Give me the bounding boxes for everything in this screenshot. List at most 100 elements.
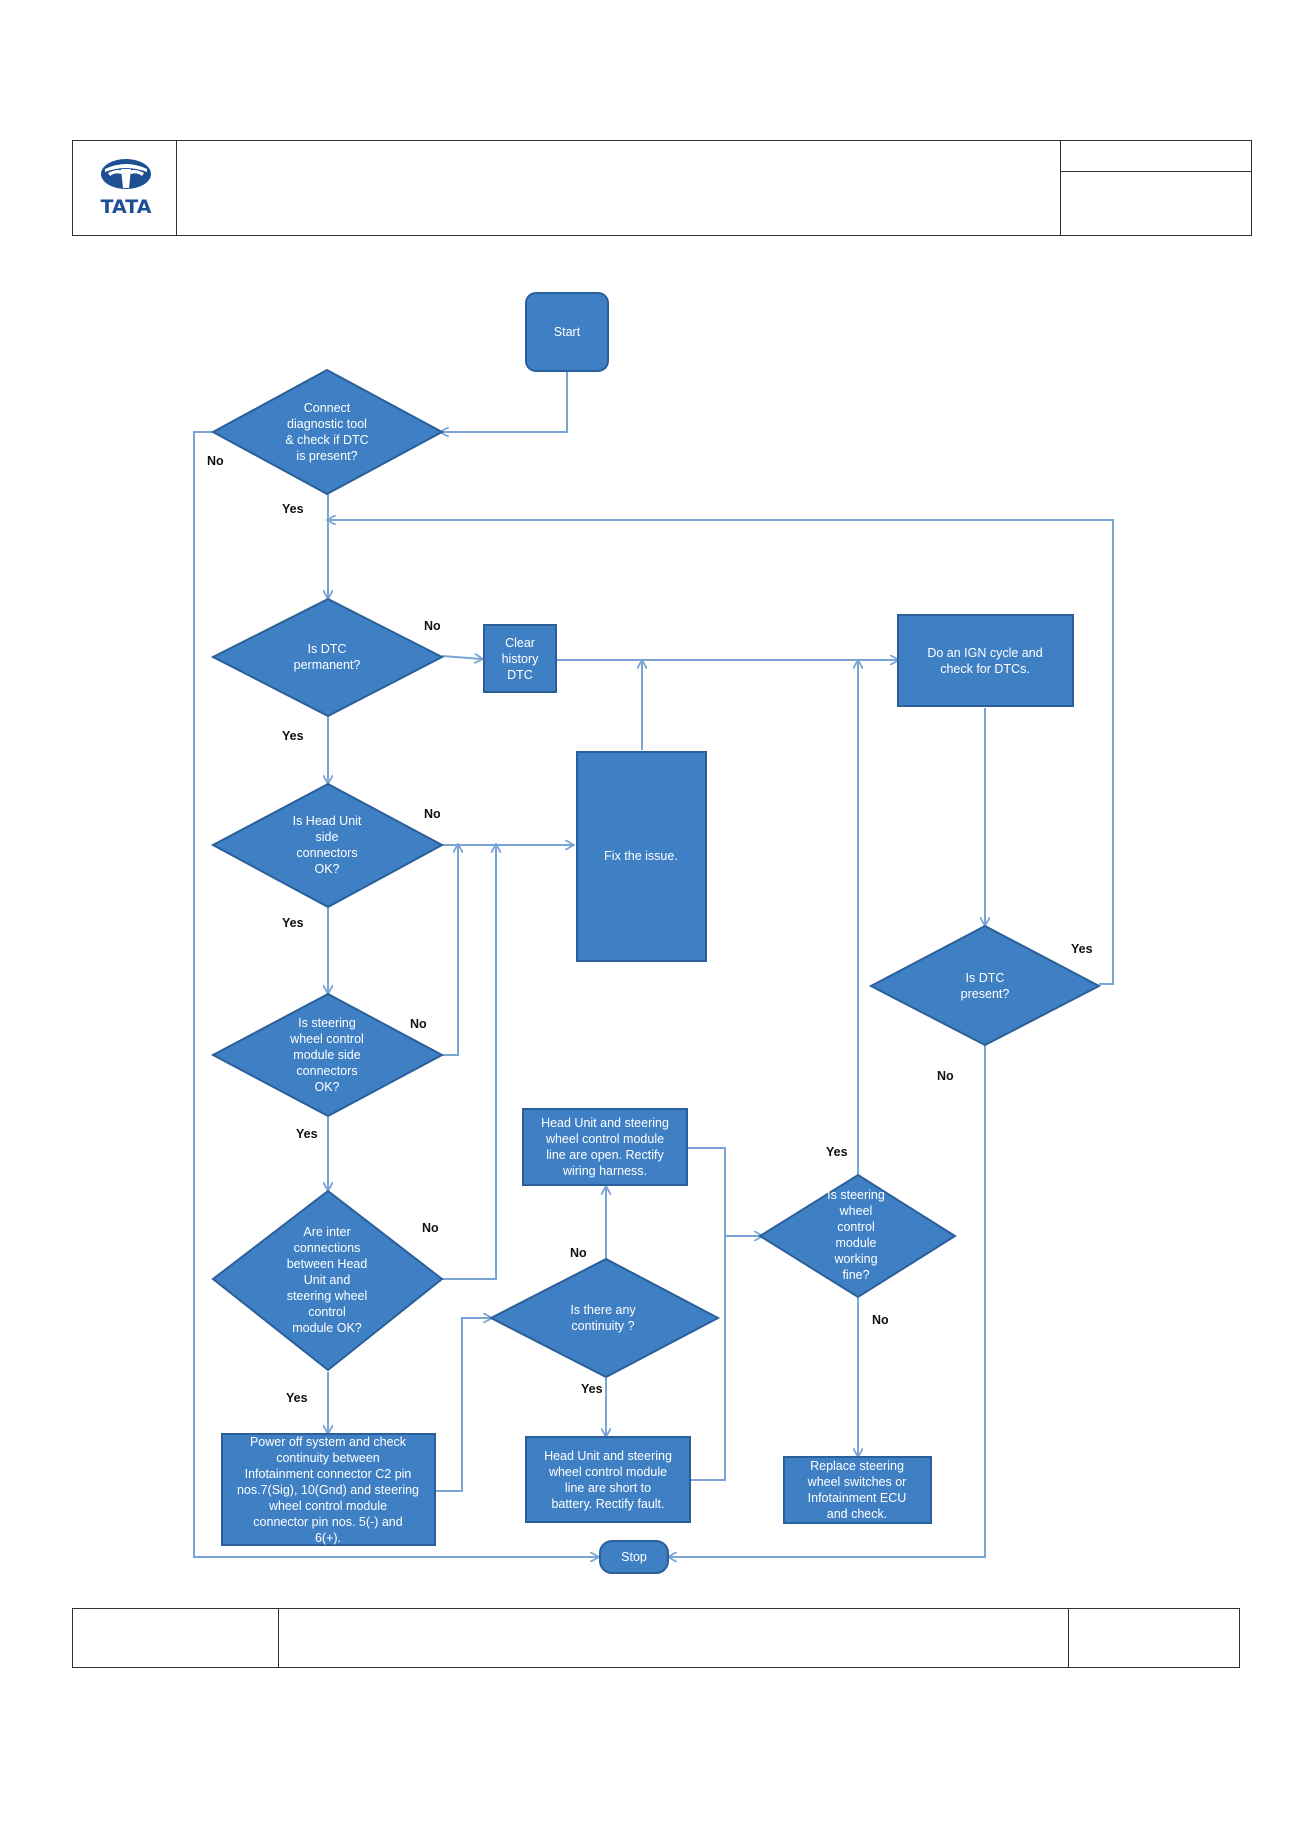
process-fix-issue (576, 751, 707, 962)
edge-labels: No Yes No Yes No Yes No Yes No Yes Yes N… (207, 454, 1093, 1405)
node-label-line: Is steering (827, 1188, 885, 1202)
node-label-line: connector pin nos. 5(-) and (253, 1515, 402, 1529)
node-label-line: DTC (507, 668, 533, 682)
node-label-line: connectors (296, 846, 357, 860)
edge-open-to-swc-fine (688, 1147, 762, 1236)
decision-inter-connections (211, 1189, 444, 1372)
edge-permanent-no-to-clear (441, 656, 482, 659)
node-label-line: wheel (839, 1204, 873, 1218)
node-label-line: & check if DTC (285, 433, 368, 447)
node-label-line: Clear (505, 636, 535, 650)
node-label-line: 6(+). (315, 1531, 341, 1545)
node-label-line: between Head (287, 1257, 368, 1271)
label-no-swc: No (410, 1017, 427, 1031)
footer-frame (72, 1608, 1240, 1668)
decision-dtc-present-2-label: Is DTC present? (961, 971, 1010, 1001)
edge-dtc-present-yes-loop (328, 520, 1114, 985)
node-label-line: Unit and (304, 1273, 351, 1287)
node-label-line: Fix the issue. (604, 849, 678, 863)
node-label-line: and check. (827, 1507, 887, 1521)
decision-dtc-permanent (210, 597, 445, 718)
node-label-line: Is DTC (308, 642, 347, 656)
node-label-line: Connect (304, 401, 351, 415)
stop-label: Stop (621, 1550, 647, 1564)
node-label-line: continuity between (276, 1451, 380, 1465)
edge-power-to-continuity (435, 1318, 491, 1492)
footer-left-divider (278, 1608, 279, 1668)
node-label-line: fine? (842, 1268, 869, 1282)
node-label-line: Infotainment ECU (808, 1491, 907, 1505)
node-label-line: Infotainment connector C2 pin (245, 1467, 412, 1481)
process-lines-short (525, 1436, 691, 1523)
edge-dtc-check-no-to-stop (193, 431, 598, 1557)
decision-dtc-present (210, 368, 445, 496)
edge-short-to-swc-fine (691, 1236, 726, 1481)
node-label-line: present? (961, 987, 1010, 1001)
node-label-line: working (833, 1252, 877, 1266)
node-label-line: is present? (296, 449, 357, 463)
node-label-line: Stop (621, 1550, 647, 1564)
decision-swc-connectors (210, 992, 445, 1118)
node-label-line: side (316, 830, 339, 844)
start-terminator (525, 292, 609, 372)
start-label: Start (554, 325, 581, 339)
decision-dtc-present-label: Connect diagnostic tool & check if DTC is p… (285, 401, 368, 463)
node-label-line: continuity ? (571, 1319, 634, 1333)
node-labels: Start Connect diagnostic tool & check if D… (237, 325, 1043, 1564)
label-no-dtc-check: No (207, 454, 224, 468)
edge-start-to-dtc-check (441, 372, 568, 432)
node-label-line: wheel switches or (807, 1475, 907, 1489)
nodes (210, 292, 1102, 1574)
label-no-swc-fine: No (872, 1313, 889, 1327)
header-logo-cell (72, 140, 177, 236)
process-ign-cycle-label: Do an IGN cycle and check for DTCs. (927, 646, 1042, 676)
process-replace-swc (783, 1456, 932, 1524)
node-label-line: wiring harness. (562, 1164, 647, 1178)
node-label-line: battery. Rectify fault. (551, 1497, 664, 1511)
process-replace-swc-label: Replace steering wheel switches or Infotai… (807, 1459, 907, 1521)
node-label-line: connectors (296, 1064, 357, 1078)
node-label-line: permanent? (294, 658, 361, 672)
edge-inter-no-to-fix (442, 845, 496, 1280)
decision-head-unit-connectors (210, 782, 445, 909)
node-label-line: Is steering (298, 1016, 356, 1030)
node-label-line: module OK? (292, 1321, 362, 1335)
label-yes-continuity: Yes (581, 1382, 603, 1396)
process-clear-history (483, 624, 557, 693)
node-label-line: Start (554, 325, 581, 339)
node-label-line: Is DTC (966, 971, 1005, 985)
node-label-line: OK? (314, 1080, 339, 1094)
label-yes-permanent: Yes (282, 729, 304, 743)
label-yes-head-unit: Yes (282, 916, 304, 930)
node-label-line: Do an IGN cycle and (927, 646, 1042, 660)
label-no-continuity: No (570, 1246, 587, 1260)
node-label-line: line are open. Rectify (546, 1148, 664, 1162)
node-label-line: line are short to (565, 1481, 651, 1495)
node-label-line: connections (294, 1241, 361, 1255)
label-yes-dtc-check: Yes (282, 502, 304, 516)
edges (193, 372, 1114, 1557)
node-label-line: Is Head Unit (293, 814, 362, 828)
node-label-line: Replace steering (810, 1459, 904, 1473)
node-label-line: diagnostic tool (287, 417, 367, 431)
label-no-inter: No (422, 1221, 439, 1235)
node-label-line: Are inter (303, 1225, 350, 1239)
footer-right-divider (1068, 1608, 1069, 1668)
tata-logo-text: TATA (101, 196, 152, 218)
decision-swc-working-fine (758, 1173, 957, 1299)
node-label-line: Power off system and check (250, 1435, 407, 1449)
label-yes-swc: Yes (296, 1127, 318, 1141)
tata-emblem-icon (101, 159, 151, 189)
node-label-line: OK? (314, 862, 339, 876)
node-label-line: check for DTCs. (940, 662, 1030, 676)
node-label-line: wheel control module (548, 1465, 667, 1479)
process-ign-cycle (897, 614, 1074, 707)
label-yes-dtc-present: Yes (1071, 942, 1093, 956)
process-power-off-check (221, 1433, 436, 1546)
